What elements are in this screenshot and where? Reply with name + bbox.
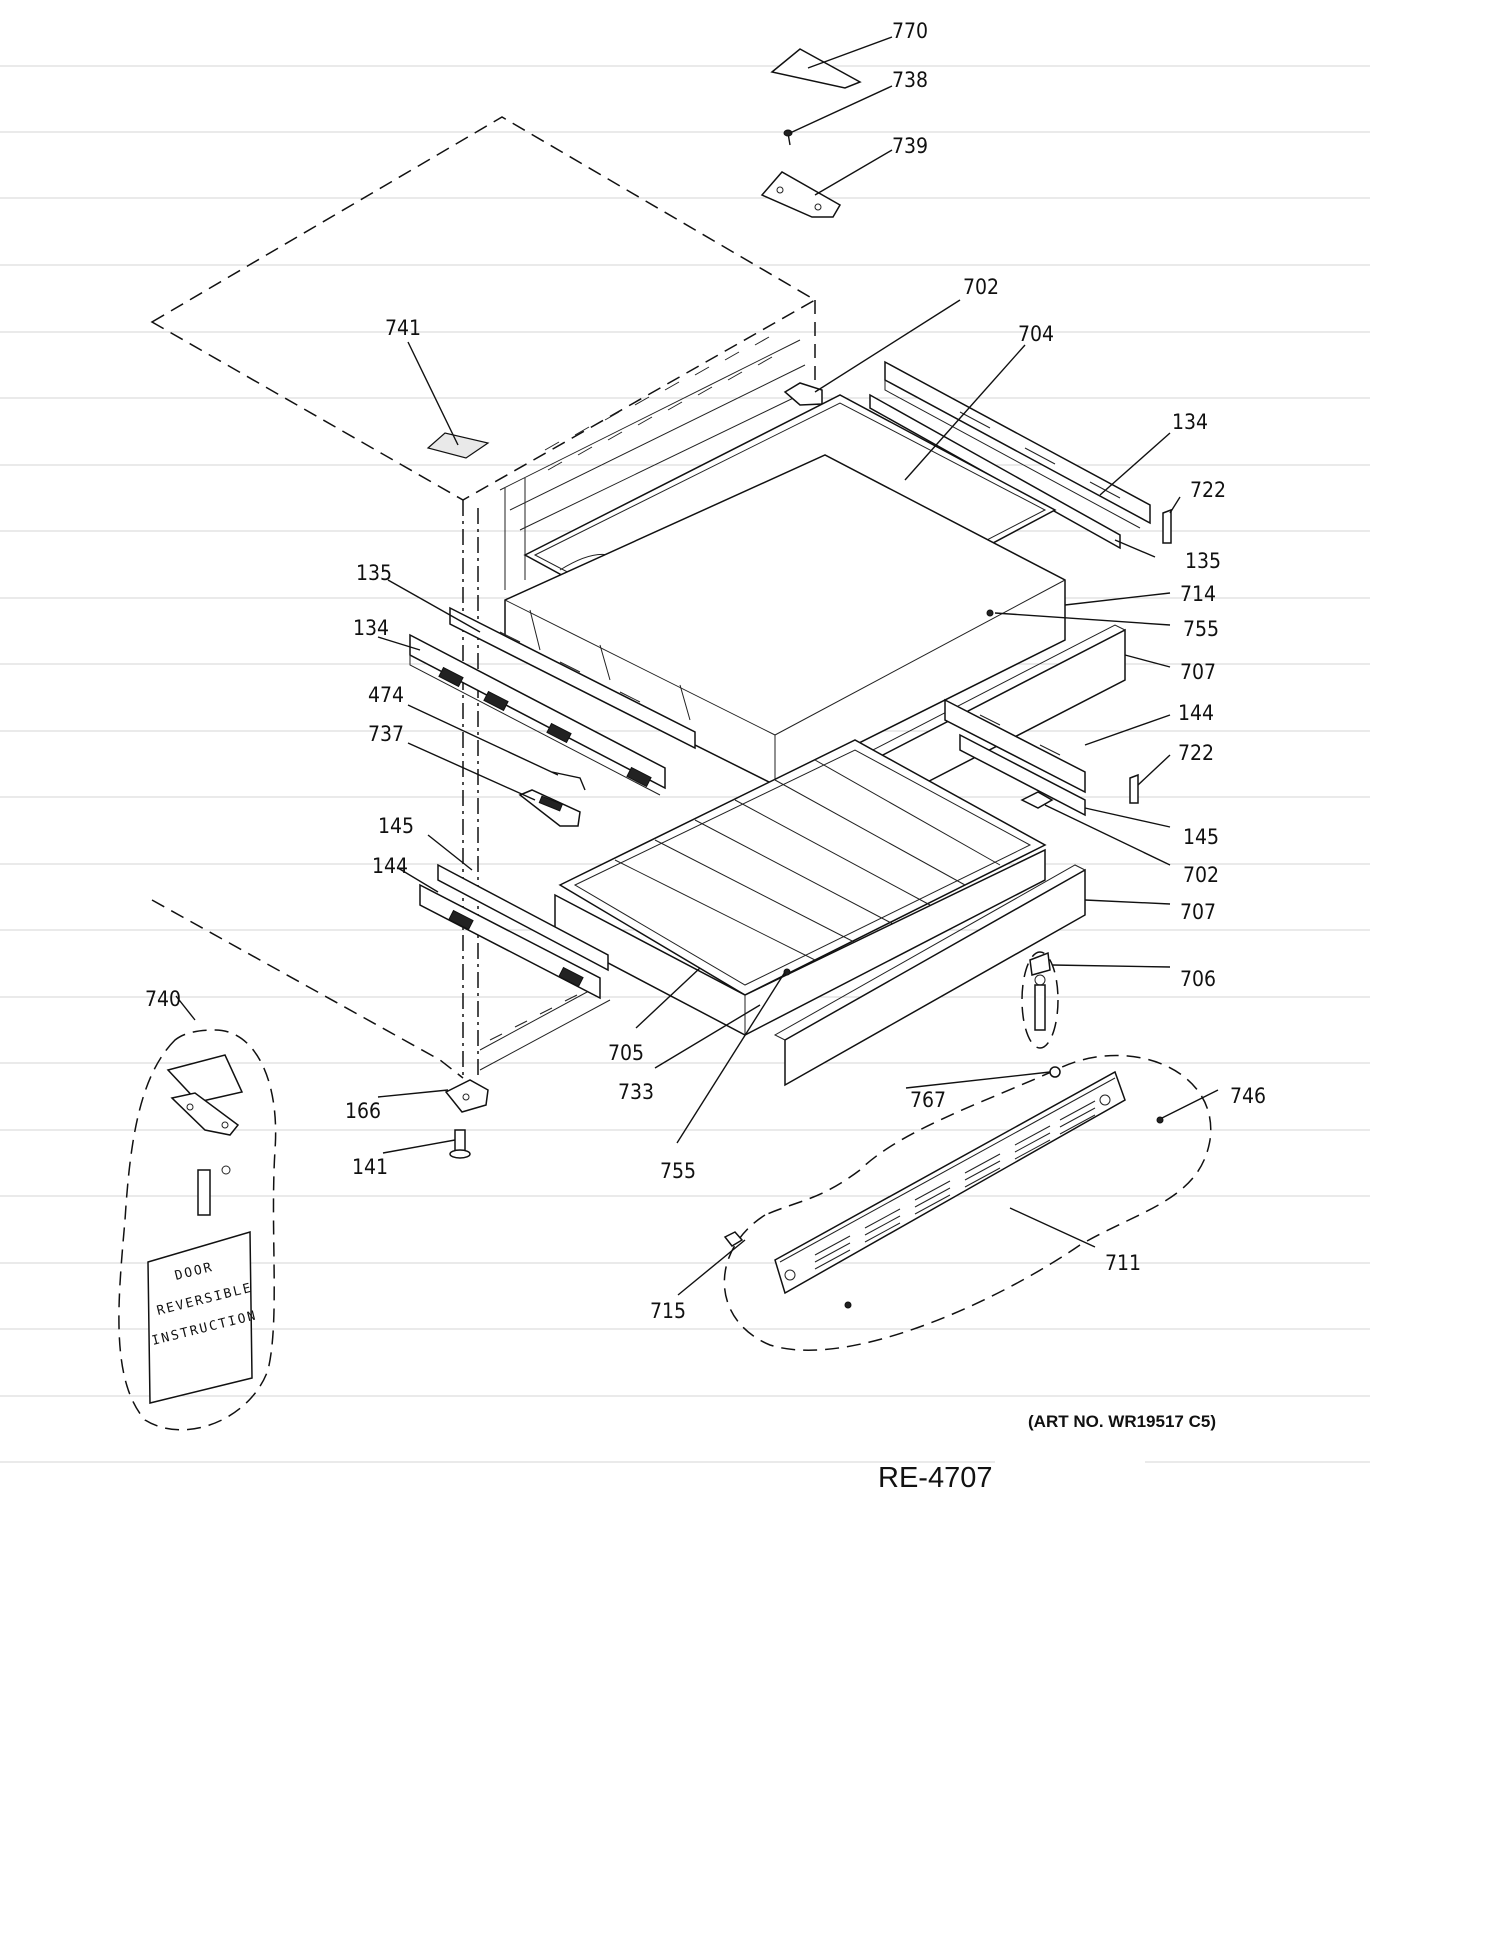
art-number: (ART NO. WR19517 C5) [1028, 1412, 1216, 1431]
part-705-shelf-lower [558, 739, 1047, 996]
callout-740: 740 [145, 987, 181, 1011]
callout-738: 738 [892, 68, 928, 92]
callout-134-right: 134 [1172, 410, 1208, 434]
part-738-screw [783, 129, 793, 146]
callout-737: 737 [368, 722, 404, 746]
part-145-rail-left-lower [437, 863, 609, 972]
callout-711: 711 [1105, 1251, 1141, 1275]
callout-715: 715 [650, 1299, 686, 1323]
callout-767: 767 [910, 1088, 946, 1112]
callout-707-upper: 707 [1180, 660, 1216, 684]
part-141-leveling-leg [449, 1129, 471, 1159]
kickplate-vents [814, 1100, 1096, 1270]
part-145-rail-right-lower [959, 733, 1086, 817]
part-739-hinge-bracket [760, 171, 842, 218]
callout-141: 141 [352, 1155, 388, 1179]
callout-704: 704 [1018, 322, 1054, 346]
callout-474: 474 [368, 683, 404, 707]
callout-labels: 770 738 739 702 704 741 134 722 135 714 … [145, 19, 1266, 1323]
part-741-button-pad [426, 432, 490, 459]
callout-135-left: 135 [356, 561, 392, 585]
leader-lines [175, 36, 1219, 1296]
part-722-clip-lower [1129, 773, 1139, 804]
callout-702-lower: 702 [1183, 863, 1219, 887]
callout-145-left: 145 [378, 814, 414, 838]
part-767-grille-screw [1049, 1066, 1061, 1078]
part-737-control [518, 789, 581, 827]
cabinet-interior-louvers [499, 336, 811, 531]
callout-741: 741 [385, 316, 421, 340]
callout-707-lower: 707 [1180, 900, 1216, 924]
callout-770: 770 [892, 19, 928, 43]
callout-722-lower: 722 [1178, 741, 1214, 765]
part-706-lower-hinge [1021, 951, 1059, 1049]
part-722-clip-upper [1162, 508, 1172, 544]
part-770-hinge-cover [770, 48, 862, 89]
part-135-rail-left-upper [449, 606, 696, 750]
part-144-rail-left-lower [419, 883, 601, 1000]
callout-702-top: 702 [963, 275, 999, 299]
part-135-rail-right-upper [869, 393, 1121, 550]
part-740-door-reversible-kit: DOOR REVERSIBLE INSTRUCTION [118, 1029, 277, 1431]
callout-166: 166 [345, 1099, 381, 1123]
callout-714: 714 [1180, 582, 1216, 606]
callout-144-right: 144 [1178, 701, 1214, 725]
callout-733: 733 [618, 1080, 654, 1104]
cabinet-bottom-vents [479, 984, 611, 1071]
callout-739: 739 [892, 134, 928, 158]
callout-755-upper: 755 [1183, 617, 1219, 641]
callout-705: 705 [608, 1041, 644, 1065]
part-702-stop-lower [1020, 791, 1054, 809]
callout-722-upper: 722 [1190, 478, 1226, 502]
callout-134-left: 134 [353, 616, 389, 640]
part-474-wire [551, 771, 586, 791]
callout-755-lower: 755 [660, 1159, 696, 1183]
callout-145-right: 145 [1183, 825, 1219, 849]
callout-706: 706 [1180, 967, 1216, 991]
part-702-stop-top [783, 382, 823, 406]
part-715-clip [723, 1231, 852, 1309]
part-166-bracket [444, 1079, 489, 1113]
part-746-screw [1156, 1116, 1164, 1124]
part-711-kickplate-group [723, 1054, 1212, 1351]
part-707-front-panel-lower [773, 864, 1086, 1087]
part-134-rail-left-upper [409, 633, 666, 796]
callout-135-right: 135 [1185, 549, 1221, 573]
callout-144-left: 144 [372, 854, 408, 878]
diagram-code: RE-4707 [878, 1462, 992, 1494]
part-144-rail-right-lower [944, 698, 1086, 794]
callout-746: 746 [1230, 1084, 1266, 1108]
